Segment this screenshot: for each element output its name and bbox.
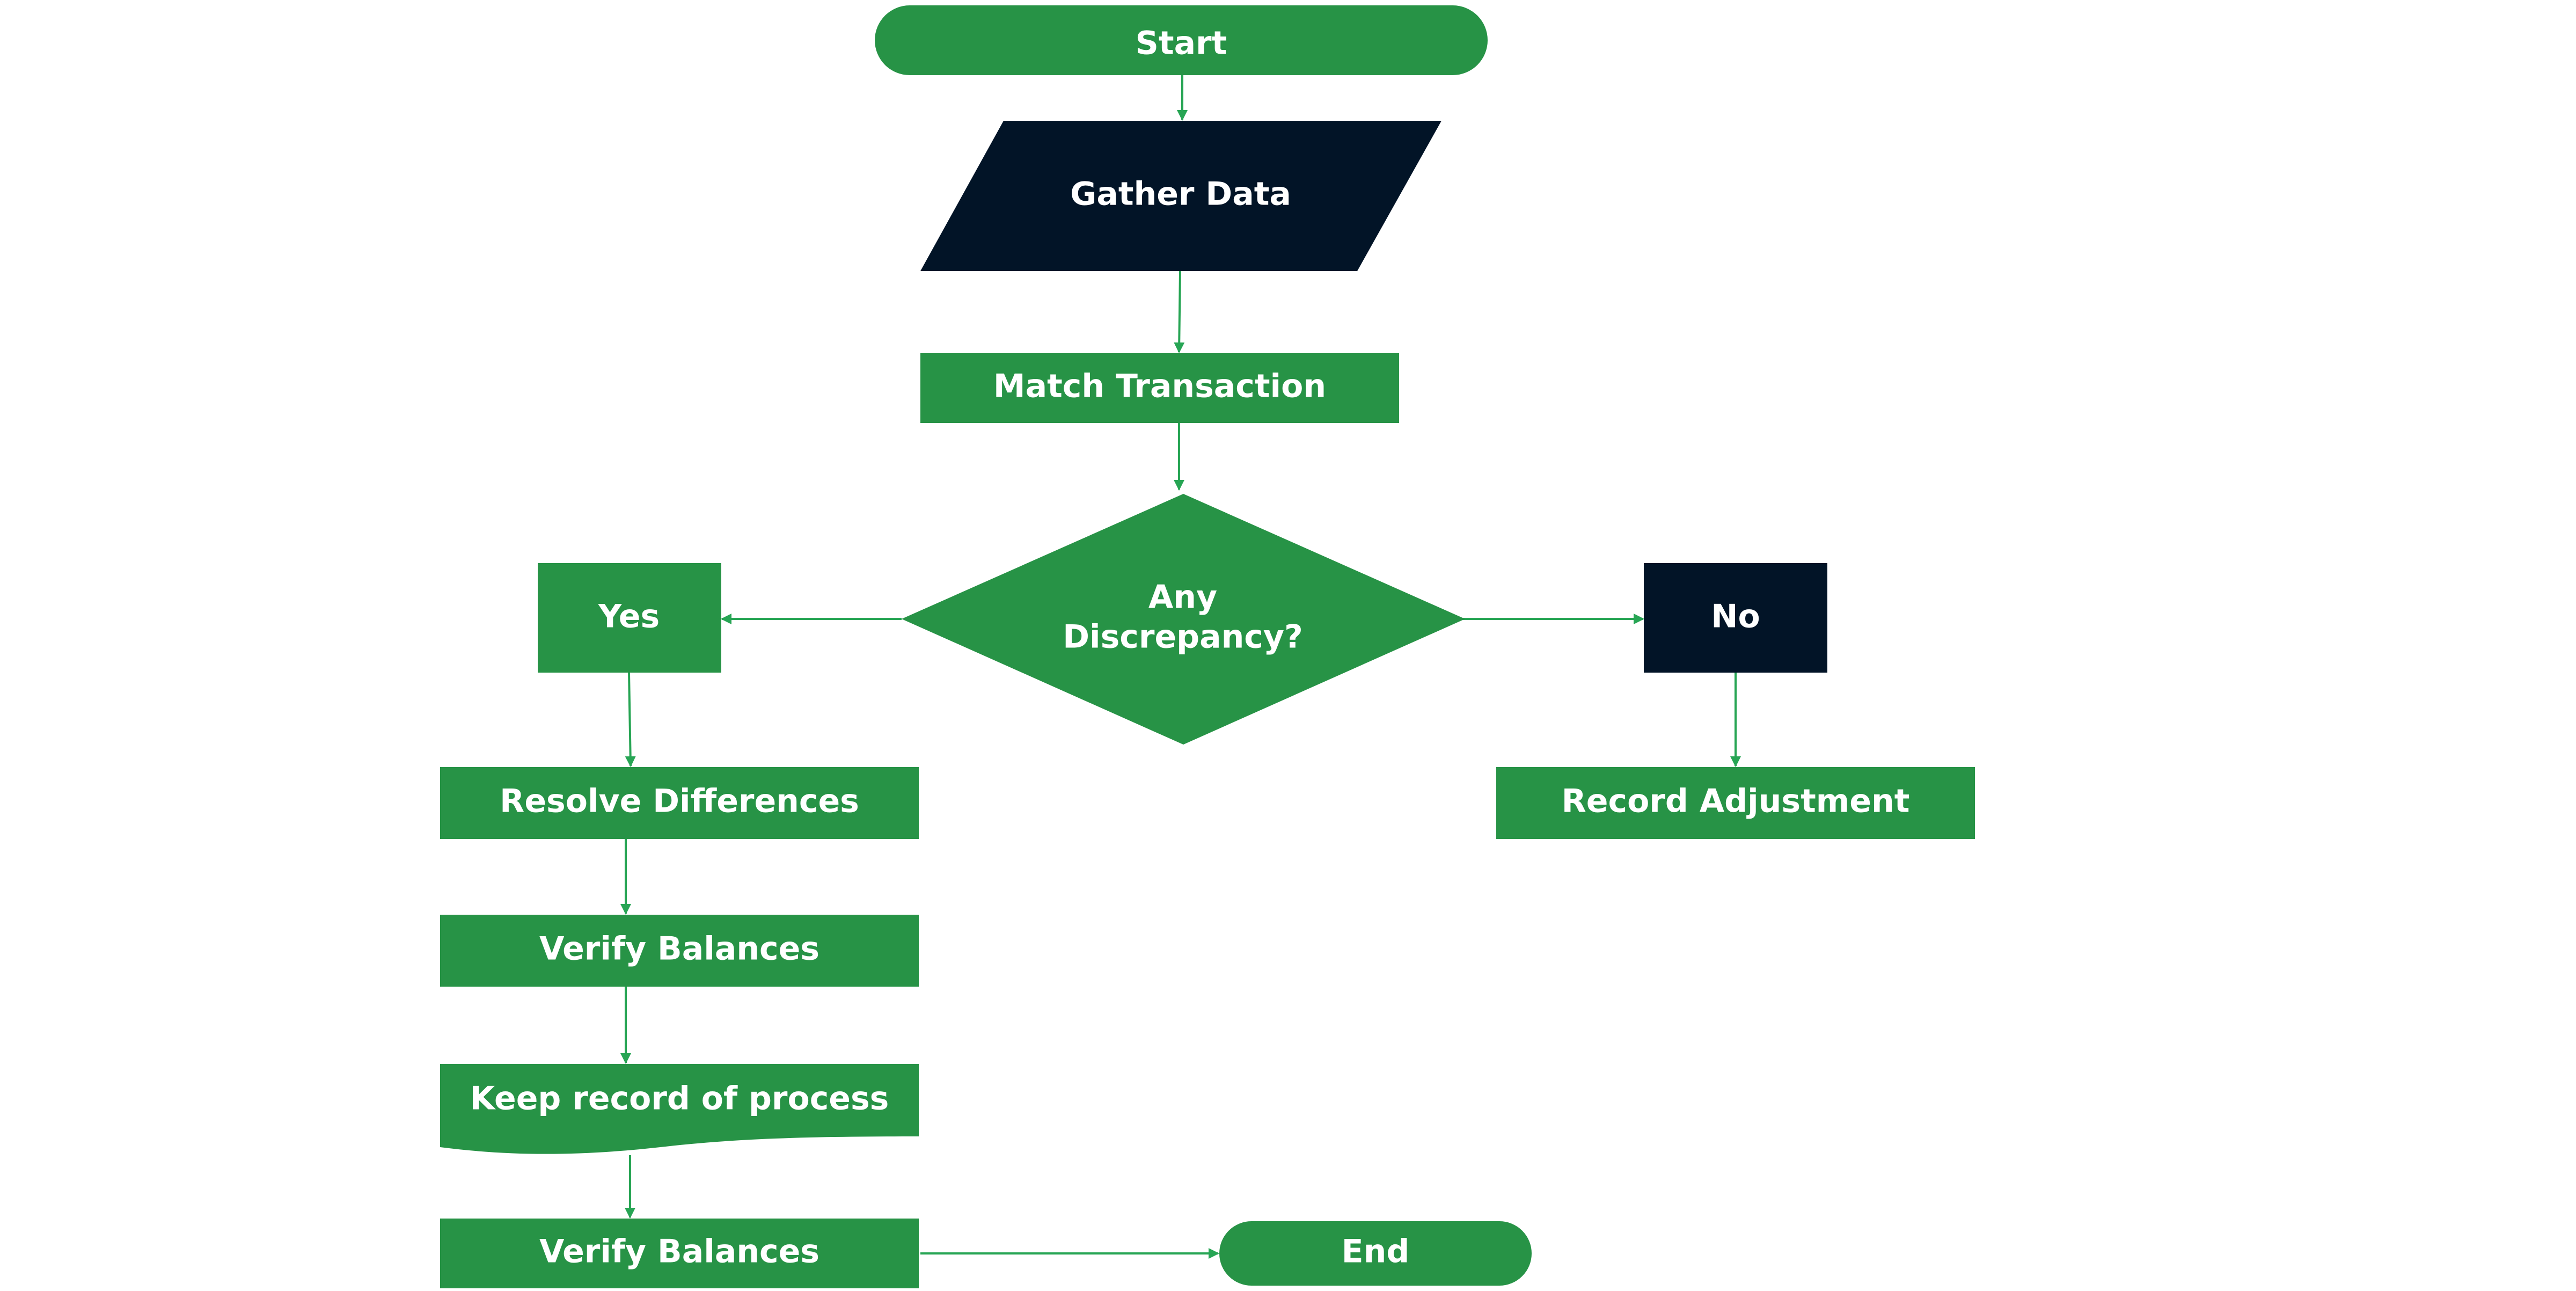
verify-balances-1-label: Verify Balances: [539, 930, 819, 968]
node-record-adjustment: Record Adjustment: [1496, 767, 1975, 839]
edge-yes-to-resolve-differences: [625, 672, 636, 767]
keep-record-label: Keep record of process: [470, 1080, 889, 1118]
start-label: Start: [1136, 25, 1227, 62]
node-verify-balances-1: Verify Balances: [440, 915, 919, 987]
node-end: End: [1219, 1221, 1532, 1286]
resolve-differences-label: Resolve Differences: [500, 783, 859, 820]
end-label: End: [1342, 1233, 1410, 1271]
verify-balances-2-shape: [440, 1219, 919, 1288]
record-adjustment-label: Record Adjustment: [1562, 783, 1910, 820]
decision-label-line1: Any: [1148, 579, 1217, 616]
match-transaction-shape: [920, 353, 1399, 423]
decision-label-line2: Discrepancy?: [1063, 618, 1303, 656]
node-no: No: [1644, 563, 1827, 673]
yes-shape: [538, 563, 721, 673]
end-terminator-shape: [1219, 1221, 1532, 1286]
node-resolve-differences: Resolve Differences: [440, 767, 919, 839]
node-gather-data: Gather Data: [920, 121, 1441, 271]
node-any-discrepancy: Any Discrepancy?: [902, 494, 1465, 745]
match-transaction-label: Match Transaction: [993, 368, 1326, 405]
resolve-differences-shape: [440, 767, 919, 839]
record-adjustment-shape: [1496, 767, 1975, 839]
edge-gather-data-to-match-transaction: [1174, 271, 1185, 353]
start-terminator-shape: [875, 5, 1488, 75]
yes-label: Yes: [598, 598, 660, 636]
node-keep-record: Keep record of process: [440, 1064, 919, 1154]
connectors: [620, 75, 1741, 1259]
node-yes: Yes: [538, 563, 721, 673]
node-match-transaction: Match Transaction: [920, 353, 1399, 423]
gather-data-label: Gather Data: [1070, 176, 1291, 213]
keep-record-document-shape: [440, 1064, 919, 1154]
no-shape: [1644, 563, 1827, 673]
verify-balances-1-shape: [440, 915, 919, 987]
node-verify-balances-2: Verify Balances: [440, 1219, 919, 1288]
node-start: Start: [875, 5, 1488, 75]
decision-diamond-shape: [902, 494, 1465, 745]
no-label: No: [1711, 598, 1760, 636]
gather-data-parallelogram-shape: [920, 121, 1441, 271]
verify-balances-2-label: Verify Balances: [539, 1233, 819, 1271]
